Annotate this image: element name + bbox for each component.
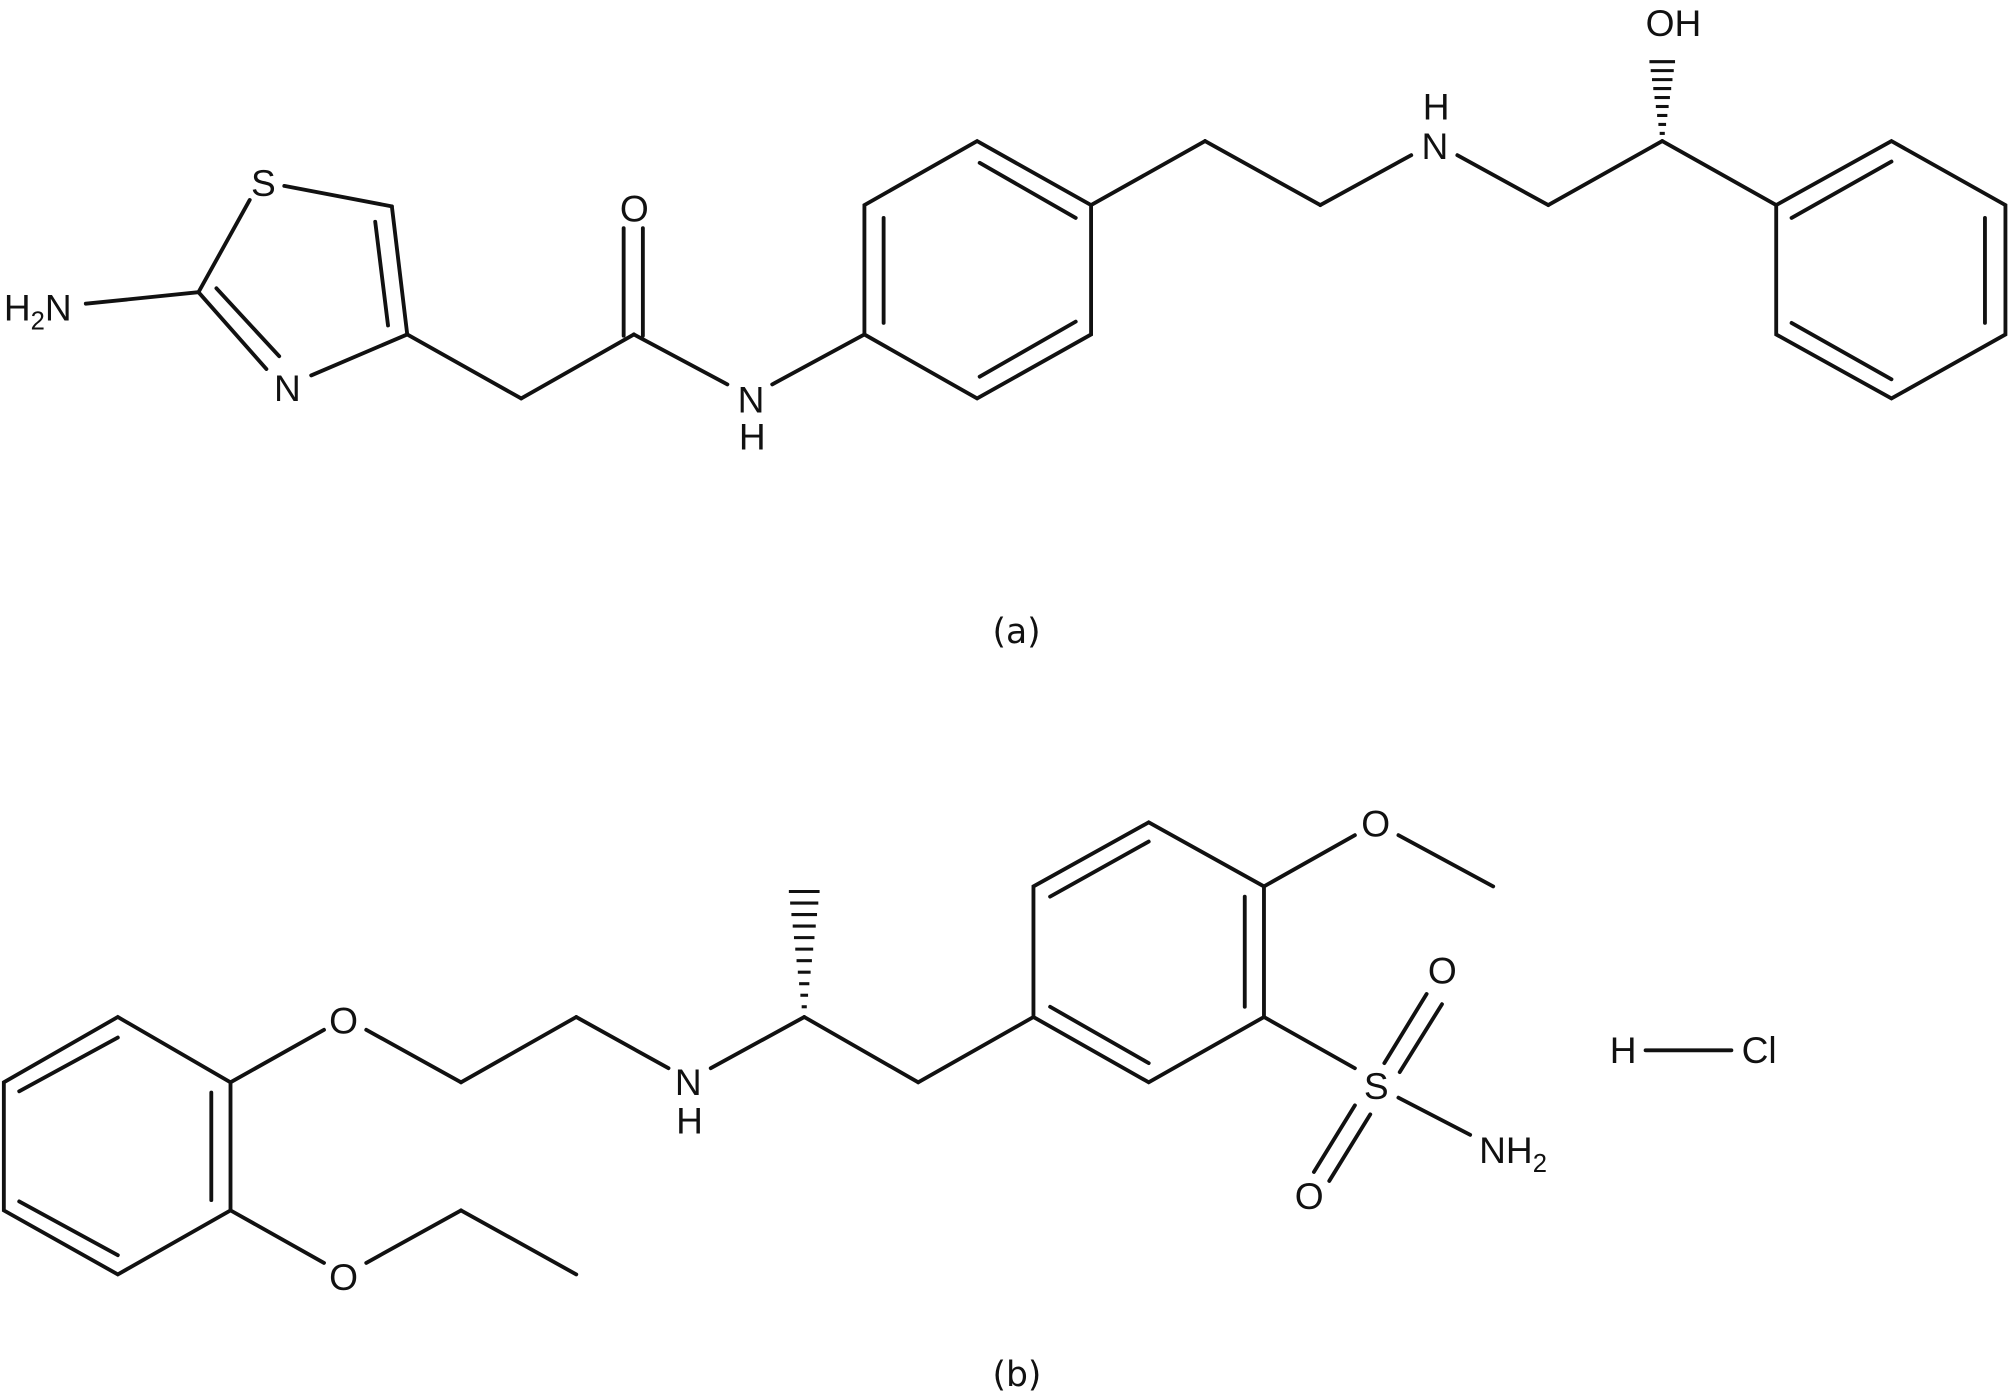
amide-hydrogen-label: H (739, 416, 766, 458)
ether-oxygen-2-label: O (329, 1256, 358, 1298)
hashed-wedge-bond-hydroxyl (1649, 60, 1676, 135)
ether-oxygen-1-label: O (329, 1000, 358, 1042)
structure-a: H2N S N O N H N H OH (a) (4, 2, 2008, 652)
caption-b: (b) (992, 1355, 1041, 1395)
sulfonyl-oxygen-2-label: O (1295, 1175, 1324, 1217)
structure-b: O O N H O S O O NH2 H Cl (b) (1, 802, 1777, 1395)
hcl-hydrogen-label: H (1610, 1029, 1637, 1071)
amine-nitrogen-label: N (1421, 125, 1448, 167)
structure-b-bonds (1, 820, 1734, 1277)
amine-nitrogen-label: N (675, 1061, 702, 1103)
sulfonyl-oxygen-1-label: O (1428, 950, 1457, 992)
structure-a-bonds (83, 138, 2008, 401)
thiazole-sulfur-label: S (251, 162, 276, 204)
amine-hydrogen-label: H (676, 1100, 703, 1142)
methoxy-oxygen-label: O (1361, 802, 1390, 844)
hydroxyl-label: OH (1646, 2, 1702, 44)
carbonyl-oxygen-label: O (620, 188, 649, 230)
amide-nitrogen-label: N (738, 379, 765, 421)
sulfonyl-sulfur-label: S (1364, 1065, 1389, 1107)
amine-hydrogen-label: H (1423, 85, 1450, 127)
hcl-chlorine-label: Cl (1742, 1029, 1777, 1071)
sulfonamide-label: NH2 (1479, 1129, 1547, 1178)
caption-a: (a) (992, 612, 1040, 652)
amine-label: H2N (4, 286, 72, 335)
hashed-wedge-bond-methyl (788, 889, 820, 1009)
thiazole-nitrogen-label: N (274, 367, 301, 409)
